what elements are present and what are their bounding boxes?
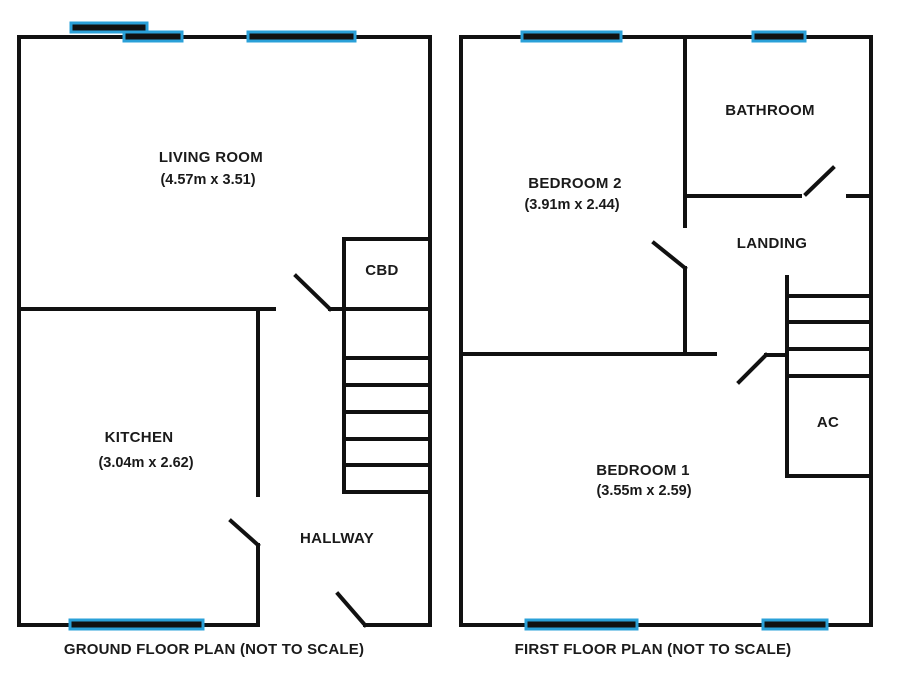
living-room-door [293,273,333,312]
kitchen-label: KITCHEN [104,429,174,446]
kitchen-door [228,518,261,548]
window [751,30,807,43]
cbd-label: CBD [365,262,399,279]
bathroom-door [803,165,836,197]
bedroom2-door [651,240,688,271]
front-door [335,591,368,628]
kitchen-dimensions: (3.04m x 2.62) [98,455,194,471]
ground-floor-caption: GROUND FLOOR PLAN (NOT TO SCALE) [63,641,365,658]
bedroom-1-dimensions: (3.55m x 2.59) [596,483,692,499]
landing-label: LANDING [736,235,808,252]
bedroom-2-label: BEDROOM 2 [528,175,622,192]
bedroom-2-dimensions: (3.91m x 2.44) [524,197,620,213]
first-floor-caption: FIRST FLOOR PLAN (NOT TO SCALE) [514,641,792,658]
ac-label: AC [816,414,840,431]
ground-floor-windows [68,21,357,631]
living-room-label: LIVING ROOM [158,149,264,166]
window [122,30,184,43]
bedroom1-door [736,352,769,385]
bedroom-1-label: BEDROOM 1 [596,462,690,479]
window [246,30,357,43]
first-floor-plan [459,35,873,627]
window [761,618,829,631]
living-room-dimensions: (4.57m x 3.51) [160,172,256,188]
window [68,618,205,631]
bathroom-label: BATHROOM [725,102,815,119]
window [520,30,623,43]
window [69,21,149,34]
hallway-label: HALLWAY [299,530,375,547]
first-floor-windows [520,30,829,631]
window [524,618,639,631]
